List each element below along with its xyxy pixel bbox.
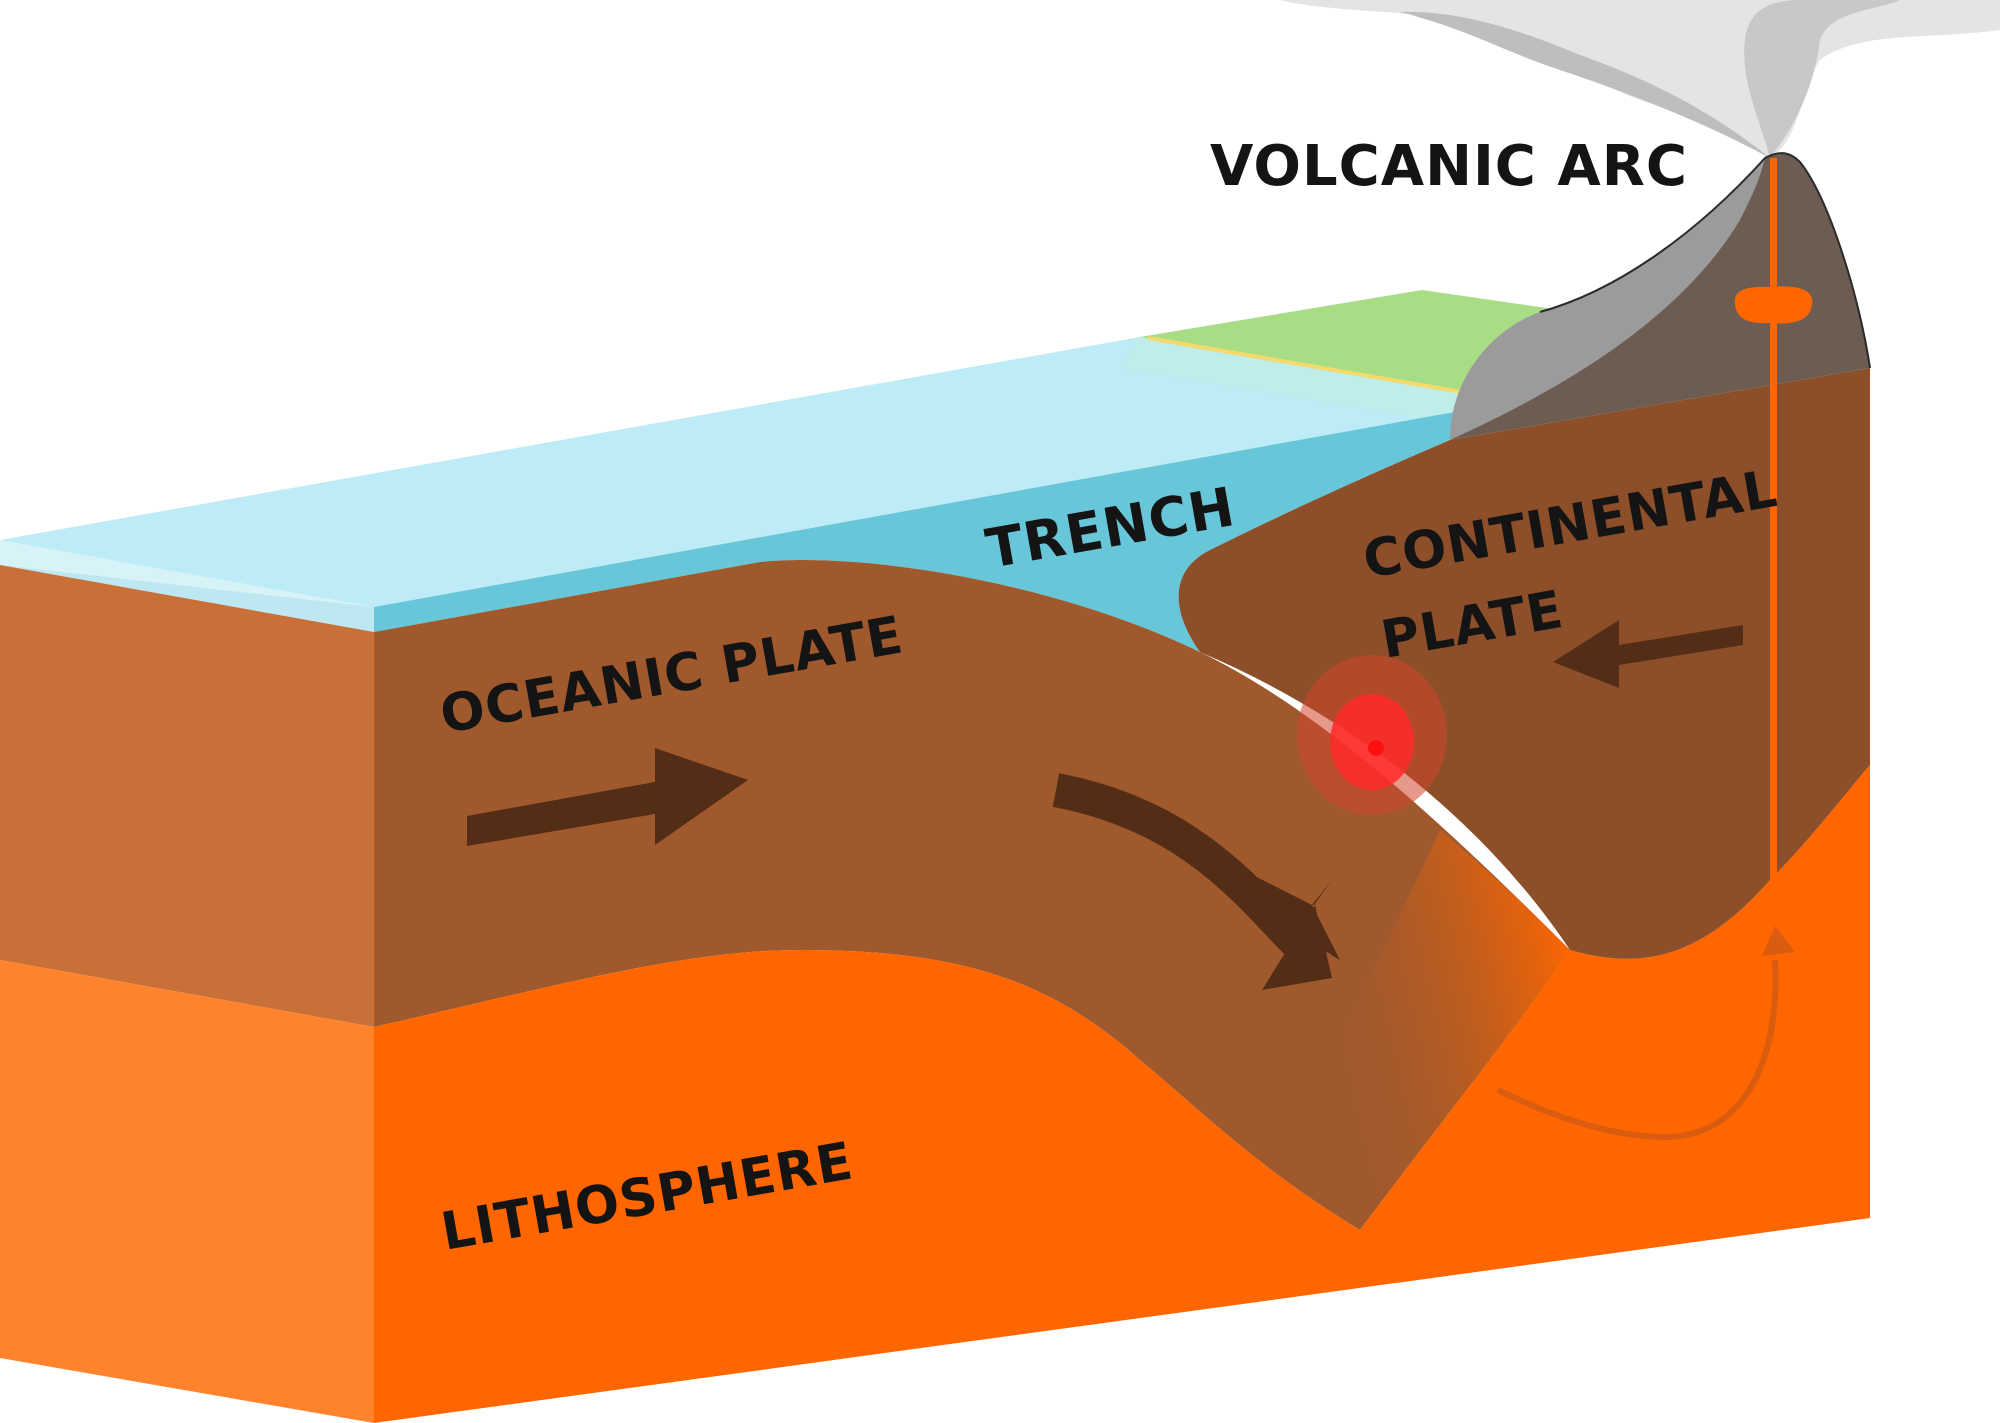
earthquake-focus-icon [1297,655,1447,815]
volcano-slope [1450,158,1780,440]
volcano-outline [1539,152,1871,369]
melting-slab-zone [1280,830,1570,1230]
arrow-left-icon [1553,620,1743,688]
lithosphere [374,765,1870,1423]
shoreline [1147,336,1521,404]
arrow-right-icon [467,748,748,846]
volcano-cone [1450,153,1870,440]
magma-conduit [1770,158,1777,883]
ash-cloud [1280,0,2000,158]
side-lithosphere [0,960,374,1423]
curved-arrow-down-icon-body [1052,773,1332,990]
land-surface [1140,290,1560,402]
block-side-face [0,540,374,1423]
oceanic-plate [374,560,1570,1230]
ocean-surface [0,337,1520,607]
label-volcanic-arc: VOLCANIC ARC [1210,134,1688,199]
volcano [1450,152,1871,883]
ocean-water-trench [374,402,1510,652]
side-oceanic-plate [0,565,374,1027]
curved-arrow-up-icon [1496,926,1795,1141]
top-surface [0,290,1560,607]
magma-chamber-icon [1734,286,1813,324]
ocean-shallow-band [1120,337,1520,422]
continental-plate [1178,368,1870,959]
